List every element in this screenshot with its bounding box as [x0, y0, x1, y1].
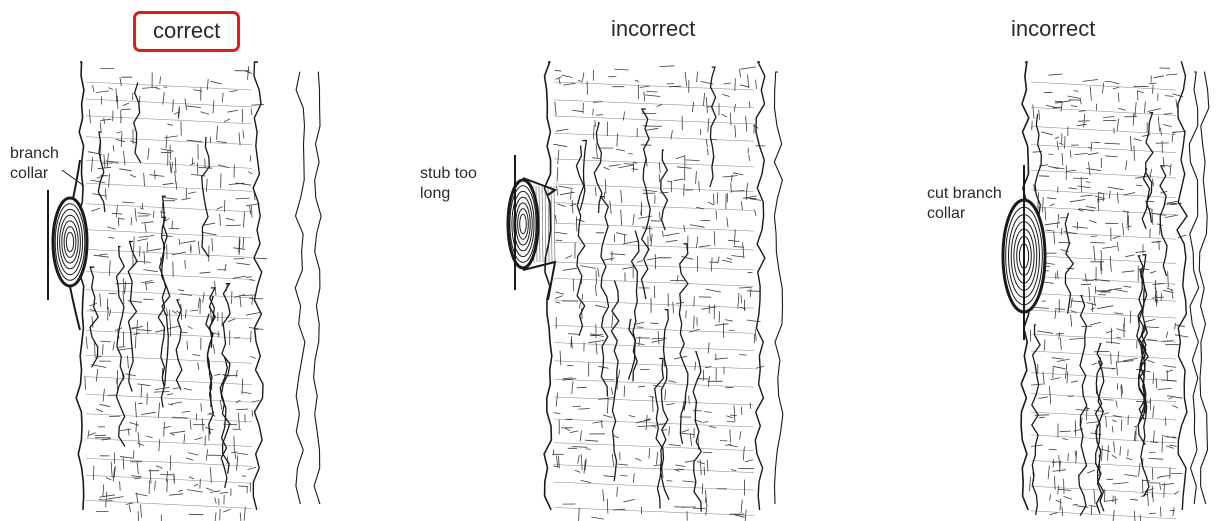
bark-hatching: [553, 66, 766, 521]
panel-cut-branch-collar: incorrect cut branch collar: [800, 0, 1216, 521]
panel-correct: correct branch collar: [0, 0, 400, 521]
bark-fissure: [206, 314, 213, 434]
background-trunk-line: [295, 72, 305, 504]
cut-surface: [508, 180, 538, 268]
bark-fissure: [1079, 296, 1087, 516]
background-trunk-line: [774, 72, 783, 504]
bark-fissure: [661, 150, 668, 230]
callout-leader-line: [62, 170, 84, 186]
cut-surface: [53, 198, 87, 286]
bark-fissure: [594, 123, 602, 213]
trunk-right-edge: [1177, 62, 1187, 510]
background-trunk-line: [1199, 72, 1209, 504]
trunk-right-edge: [755, 62, 765, 510]
background-trunk-line: [1189, 72, 1198, 504]
bark-fissure: [134, 83, 141, 163]
bark-grain-lines: [1031, 82, 1176, 519]
bark-fissure: [1160, 166, 1167, 276]
trunk-left-edge: [76, 62, 84, 510]
background-trunk-line: [314, 72, 322, 504]
bark-fissure: [98, 132, 105, 212]
tree-trunk-illustration: [400, 0, 800, 521]
trunk-right-edge: [253, 62, 263, 510]
bark-grain-lines: [554, 82, 754, 516]
bark-fissure: [90, 267, 98, 367]
bark-fissure: [679, 244, 688, 444]
bark-fissure: [202, 137, 210, 257]
tree-trunk-illustration: [0, 0, 400, 521]
panel-stub-too-long: incorrect stub too long: [400, 0, 800, 521]
bark-hatching: [85, 66, 267, 521]
bark-fissure: [642, 109, 651, 299]
tree-trunk-illustration: [800, 0, 1216, 521]
bark-fissure: [710, 67, 716, 187]
